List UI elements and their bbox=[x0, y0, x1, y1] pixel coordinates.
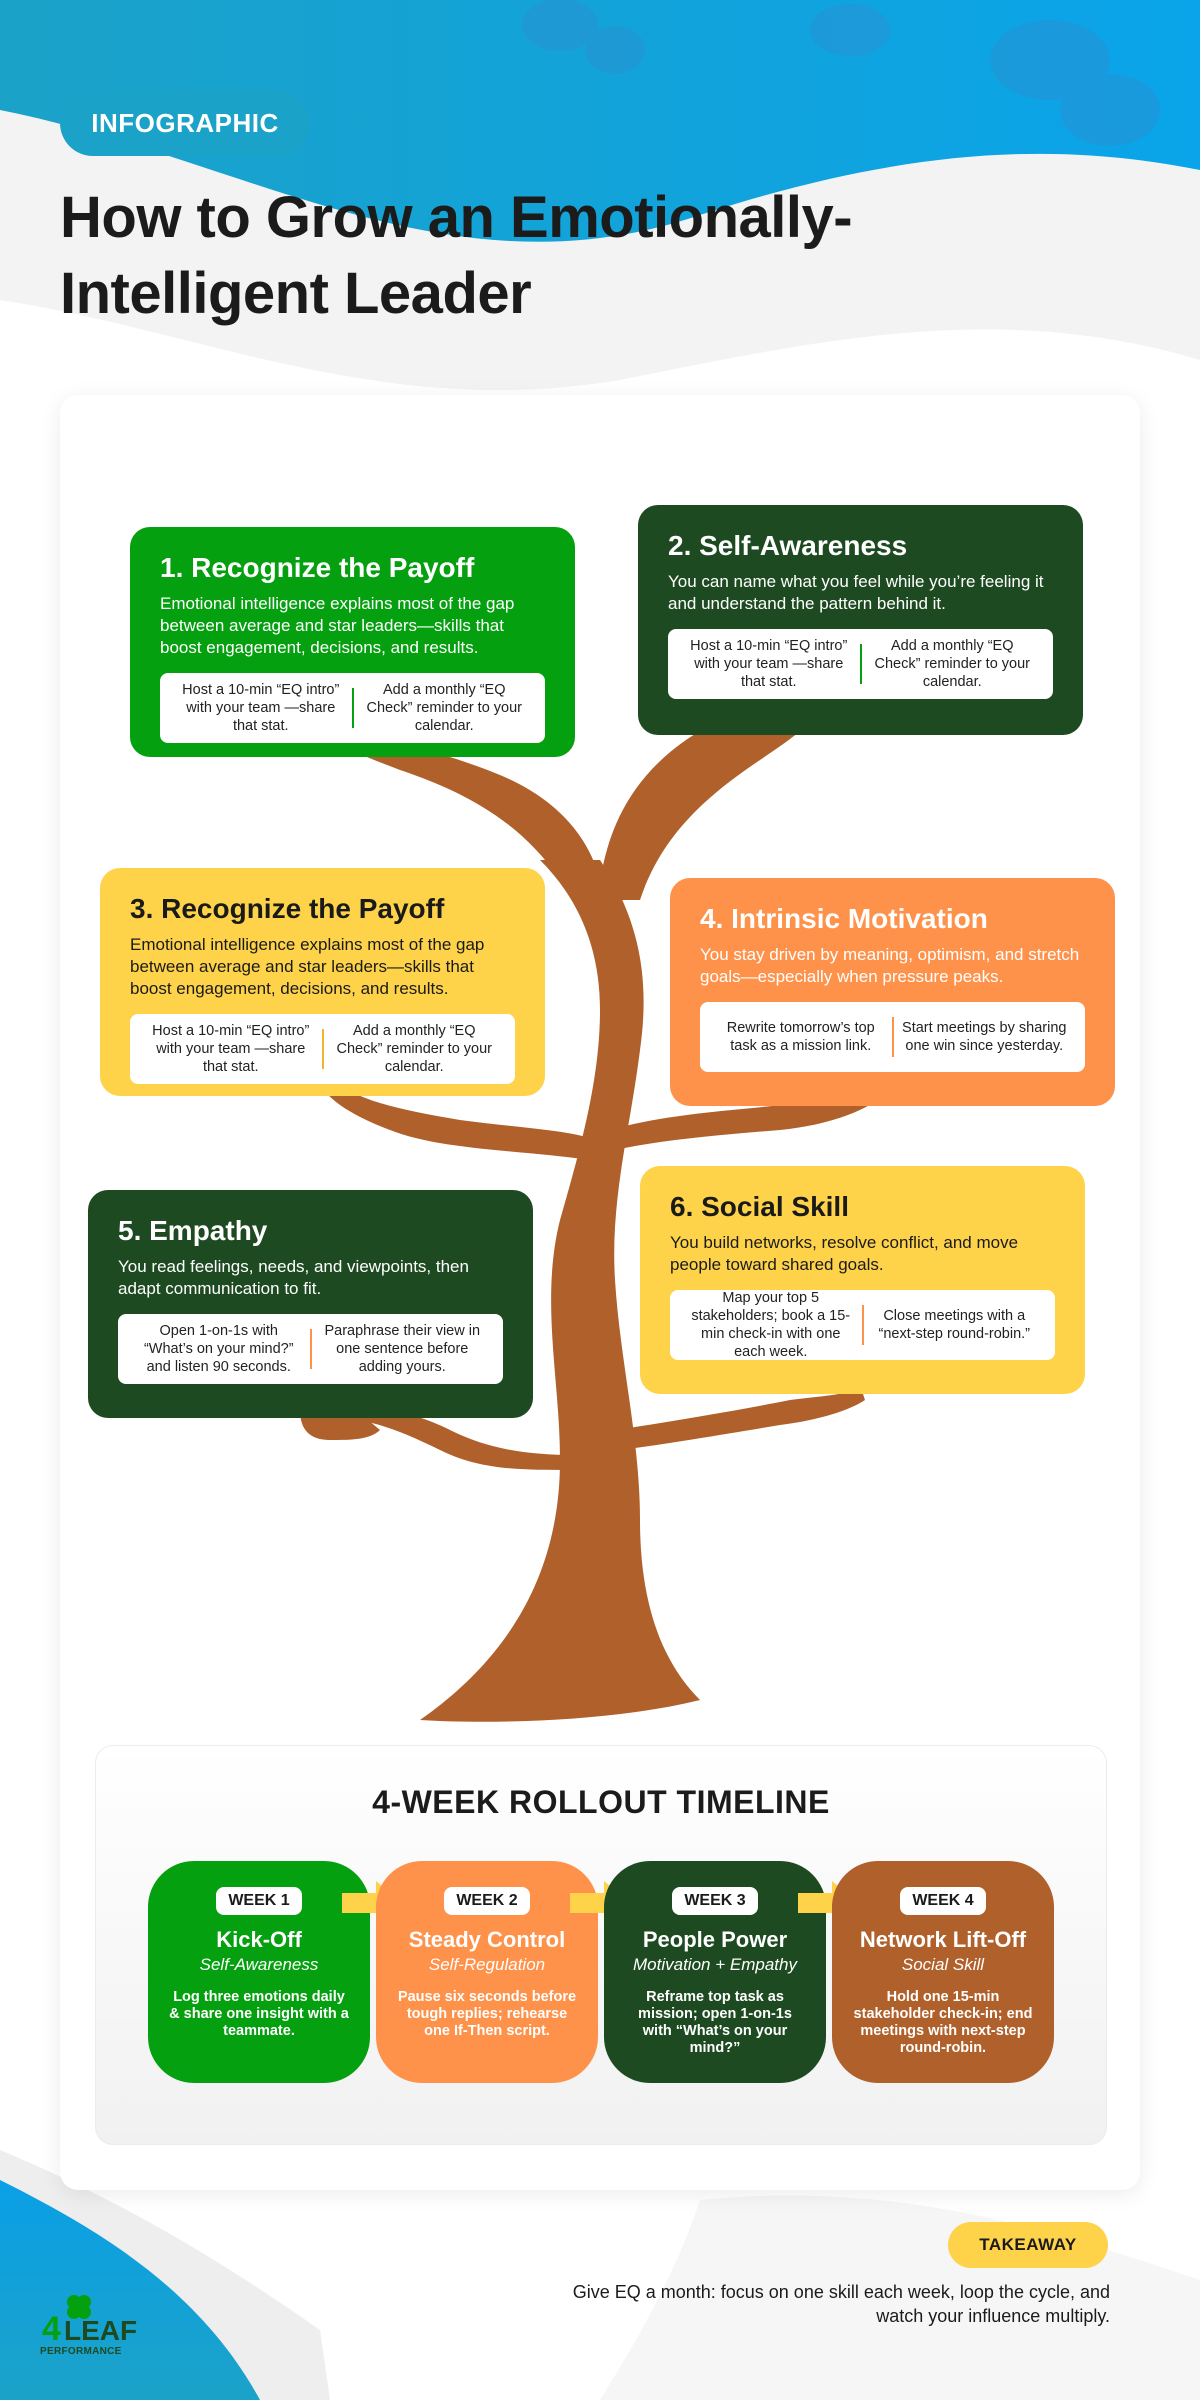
action-divider bbox=[321, 1029, 324, 1069]
action-divider bbox=[859, 644, 862, 684]
svg-text:4: 4 bbox=[42, 2310, 61, 2348]
card-text: You can name what you feel while you’re … bbox=[668, 572, 1044, 613]
action-box: Open 1-on-1s with “What’s on your mind?”… bbox=[118, 1314, 503, 1384]
week-desc: Reframe top task as mission; open 1-on-1… bbox=[638, 1989, 792, 2056]
card-recognize-payoff-2: 3. Recognize the Payoff Emotional intell… bbox=[100, 868, 545, 1096]
timeline-title: 4-WEEK ROLLOUT TIMELINE bbox=[372, 1784, 830, 1820]
page-title: How to Grow an Emotionally-Intelligent L… bbox=[60, 185, 853, 326]
action-box: Map your top 5 stakeholders; book a 15-m… bbox=[670, 1290, 1055, 1360]
week-subtitle: Motivation + Empathy bbox=[633, 1955, 797, 1974]
takeaway-badge: TAKEAWAY bbox=[948, 2222, 1108, 2268]
week-title: Network Lift-Off bbox=[859, 1927, 1027, 1952]
card-text: You read feelings, needs, and viewpoints… bbox=[118, 1257, 469, 1298]
svg-text:LEAF: LEAF bbox=[64, 2315, 137, 2346]
action-item: Add a monthly “EQ Check” reminder to you… bbox=[336, 1023, 493, 1075]
action-box: Host a 10-min “EQ intro” with your team … bbox=[160, 673, 545, 743]
card-text: You stay driven by meaning, optimism, an… bbox=[700, 945, 1080, 986]
week-1-card: WEEK 1 Kick-Off Self-Awareness Log three… bbox=[148, 1861, 370, 2083]
week-title: Steady Control bbox=[408, 1927, 566, 1952]
takeaway-text: Give EQ a month: focus on one skill each… bbox=[572, 2282, 1110, 2326]
action-divider bbox=[309, 1329, 312, 1369]
week-3-card: WEEK 3 People Power Motivation + Empathy… bbox=[604, 1861, 826, 2083]
card-self-awareness: 2. Self-Awareness You can name what you … bbox=[638, 505, 1083, 735]
card-social-skill: 6. Social Skill You build networks, reso… bbox=[640, 1166, 1085, 1394]
action-item: Add a monthly “EQ Check” reminder to you… bbox=[874, 638, 1031, 690]
card-text: Emotional intelligence explains most of … bbox=[130, 935, 485, 998]
week-title: Kick-Off bbox=[216, 1927, 302, 1952]
week-label: WEEK 1 bbox=[216, 1887, 302, 1915]
week-desc: Hold one 15-min stakeholder check-in; en… bbox=[853, 1989, 1033, 2056]
card-recognize-payoff: 1. Recognize the Payoff Emotional intell… bbox=[130, 527, 575, 757]
week-subtitle: Self-Regulation bbox=[428, 1955, 546, 1974]
card-title: 6. Social Skill bbox=[670, 1191, 849, 1222]
action-item: Map your top 5 stakeholders; book a 15-m… bbox=[691, 1290, 851, 1360]
rollout-timeline: 4-WEEK ROLLOUT TIMELINE WEEK 1 Kick-Off … bbox=[95, 1745, 1107, 2145]
action-divider bbox=[891, 1017, 894, 1057]
action-item: Open 1-on-1s with “What’s on your mind?”… bbox=[143, 1323, 294, 1375]
week-2-card: WEEK 2 Steady Control Self-Regulation Pa… bbox=[376, 1861, 598, 2083]
week-label: WEEK 2 bbox=[444, 1887, 530, 1915]
action-box: Host a 10-min “EQ intro” with your team … bbox=[130, 1014, 515, 1084]
action-item: Start meetings by sharing one win since … bbox=[902, 1020, 1067, 1054]
week-subtitle: Social Skill bbox=[901, 1955, 985, 1974]
card-title: 2. Self-Awareness bbox=[668, 530, 908, 561]
four-leaf-logo: 4 LEAF bbox=[42, 2295, 137, 2348]
week-title: People Power bbox=[642, 1927, 788, 1952]
action-box: Host a 10-min “EQ intro” with your team … bbox=[668, 629, 1053, 699]
logo-text: PERFORMANCE bbox=[40, 2346, 122, 2357]
week-subtitle: Self-Awareness bbox=[199, 1955, 319, 1974]
action-item: Host a 10-min “EQ intro” with your team … bbox=[152, 1023, 310, 1075]
action-item: Paraphrase their view in one sentence be… bbox=[324, 1323, 481, 1375]
action-divider bbox=[351, 688, 354, 728]
action-item: Close meetings with a “next-step round-r… bbox=[878, 1308, 1030, 1342]
card-empathy: 5. Empathy You read feelings, needs, and… bbox=[88, 1190, 533, 1418]
action-item: Rewrite tomorrow’s top task as a mission… bbox=[726, 1020, 875, 1054]
card-text: Emotional intelligence explains most of … bbox=[160, 594, 515, 657]
card-title: 4. Intrinsic Motivation bbox=[700, 903, 988, 934]
action-divider bbox=[861, 1305, 864, 1345]
card-text: You build networks, resolve conflict, an… bbox=[670, 1233, 1019, 1274]
week-label: WEEK 4 bbox=[900, 1887, 986, 1915]
week-desc: Log three emotions daily & share one ins… bbox=[169, 1989, 349, 2039]
card-title: 5. Empathy bbox=[118, 1215, 268, 1246]
week-label: WEEK 3 bbox=[672, 1887, 758, 1915]
card-title: 3. Recognize the Payoff bbox=[130, 893, 445, 924]
week-4-card: WEEK 4 Network Lift-Off Social Skill Hol… bbox=[832, 1861, 1054, 2083]
action-item: Add a monthly “EQ Check” reminder to you… bbox=[366, 682, 523, 734]
action-item: Host a 10-min “EQ intro” with your team … bbox=[690, 638, 848, 690]
action-box: Rewrite tomorrow’s top task as a mission… bbox=[700, 1002, 1085, 1072]
card-intrinsic-motivation: 4. Intrinsic Motivation You stay driven … bbox=[670, 878, 1115, 1106]
card-title: 1. Recognize the Payoff bbox=[160, 552, 475, 583]
infographic-badge: INFOGRAPHIC bbox=[60, 90, 310, 156]
week-desc: Pause six seconds before tough replies; … bbox=[397, 1989, 577, 2039]
action-item: Host a 10-min “EQ intro” with your team … bbox=[182, 682, 340, 734]
